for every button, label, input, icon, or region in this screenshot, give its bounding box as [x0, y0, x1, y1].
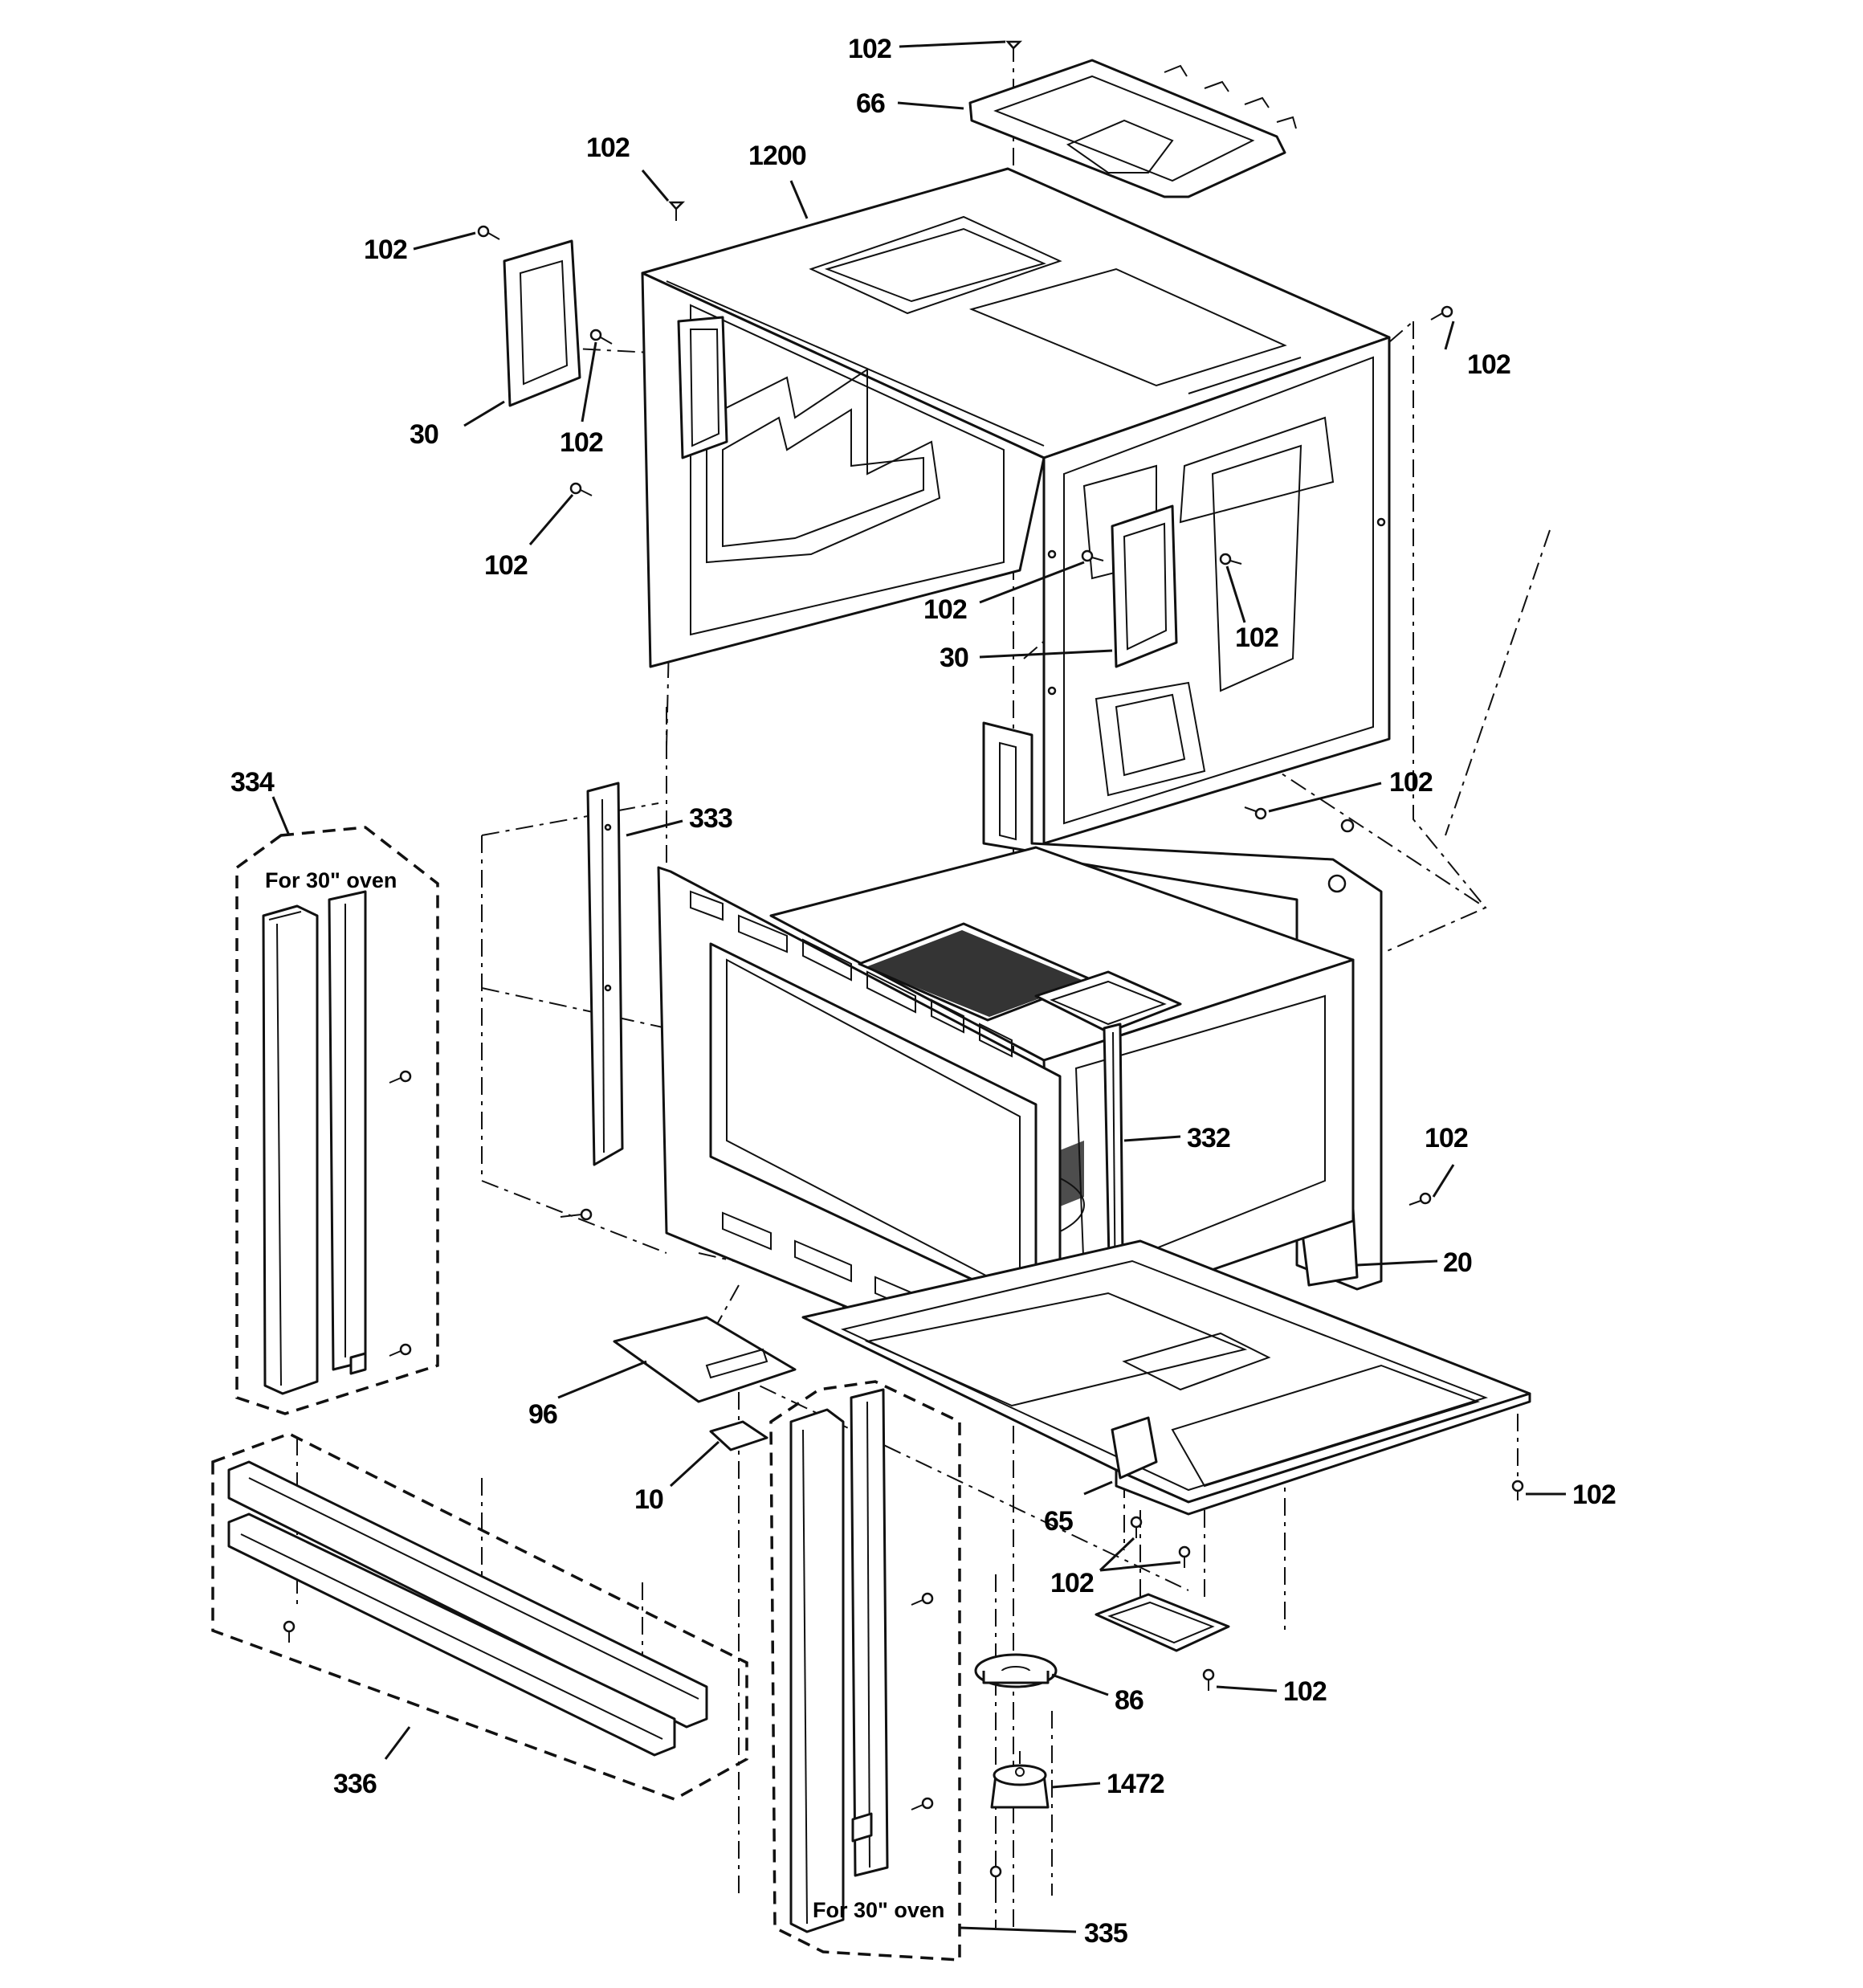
callout-1472: 1472	[1107, 1769, 1164, 1799]
callout-30-left: 30	[410, 419, 438, 450]
screw-icon	[1340, 818, 1355, 833]
screw-icon	[389, 1070, 412, 1084]
gasket-30-right	[1111, 504, 1178, 668]
screw-icon	[1081, 549, 1104, 562]
callout-102-b: 102	[364, 235, 407, 265]
screw-icon	[1430, 305, 1453, 320]
callout-10: 10	[634, 1484, 663, 1515]
note-for-30-oven-bottom: For 30" oven	[813, 1898, 944, 1922]
note-for-30-oven-left: For 30" oven	[265, 868, 397, 892]
cover-plate-96	[613, 1316, 797, 1403]
gasket-30-left	[503, 239, 581, 407]
base-pan-65	[801, 1239, 1531, 1516]
outer-cabinet-1200	[641, 167, 1391, 845]
access-plate	[1095, 1593, 1230, 1652]
turntable-coupler-86	[974, 1653, 1058, 1688]
callout-332: 332	[1187, 1123, 1230, 1153]
top-vent-cover-66	[968, 59, 1297, 198]
callout-labels: 102 66 102 1200 102 102 30 102 102 102 1…	[230, 34, 1616, 1949]
screw-icon	[283, 1620, 296, 1643]
screw-icon	[989, 1865, 1002, 1888]
side-rail-333	[586, 782, 624, 1166]
callout-96: 96	[528, 1399, 557, 1430]
callout-102-i: 102	[1572, 1480, 1616, 1510]
callout-102-e: 102	[923, 594, 967, 625]
leader-lines	[271, 40, 1566, 1933]
trim-kit-334	[235, 826, 439, 1415]
callout-102-right-top: 102	[1467, 349, 1510, 380]
screw-icon	[1511, 1480, 1524, 1500]
screw-icon	[569, 482, 593, 496]
callout-65: 65	[1044, 1506, 1073, 1537]
callout-86: 86	[1115, 1685, 1143, 1716]
trim-kit-335	[769, 1380, 961, 1961]
callout-102-k: 102	[1283, 1676, 1327, 1707]
callout-102-g: 102	[1389, 767, 1433, 798]
screw-icon	[1244, 806, 1267, 820]
screw-icon	[911, 1592, 934, 1606]
screw-icon	[1202, 1668, 1215, 1691]
callout-30-right: 30	[940, 643, 968, 673]
small-plate-10	[709, 1420, 768, 1451]
screw-icon	[1005, 40, 1023, 60]
screw-icon	[911, 1797, 934, 1810]
callout-102-top: 102	[848, 34, 891, 64]
callout-336: 336	[333, 1769, 377, 1799]
screw-icon	[1178, 1545, 1191, 1568]
front-frame	[657, 866, 1062, 1407]
screw-icon	[389, 1343, 412, 1357]
turntable-motor-1472	[990, 1751, 1050, 1809]
callout-20: 20	[1443, 1247, 1472, 1278]
screw-icon	[1219, 553, 1242, 565]
screw-icon	[477, 225, 500, 240]
callout-334: 334	[230, 767, 275, 798]
screw-icon	[589, 329, 613, 345]
callout-335: 335	[1084, 1918, 1127, 1949]
callout-102-c: 102	[560, 427, 603, 458]
screw-icon	[1408, 1192, 1432, 1206]
notes: For 30" oven For 30" oven	[265, 868, 944, 1922]
callout-102-a: 102	[586, 133, 630, 163]
screw-icon	[560, 1208, 593, 1221]
callout-102-j: 102	[1050, 1568, 1094, 1598]
callout-1200: 1200	[748, 141, 806, 171]
callout-66: 66	[856, 88, 885, 119]
callout-102-d: 102	[484, 550, 528, 581]
callout-102-h: 102	[1425, 1123, 1468, 1153]
screw-icon	[668, 201, 686, 221]
trim-kit-336	[211, 1432, 748, 1801]
screws-102	[283, 40, 1524, 1888]
screw-icon	[1130, 1516, 1143, 1538]
callout-333: 333	[689, 803, 732, 834]
callout-102-f: 102	[1235, 623, 1278, 653]
